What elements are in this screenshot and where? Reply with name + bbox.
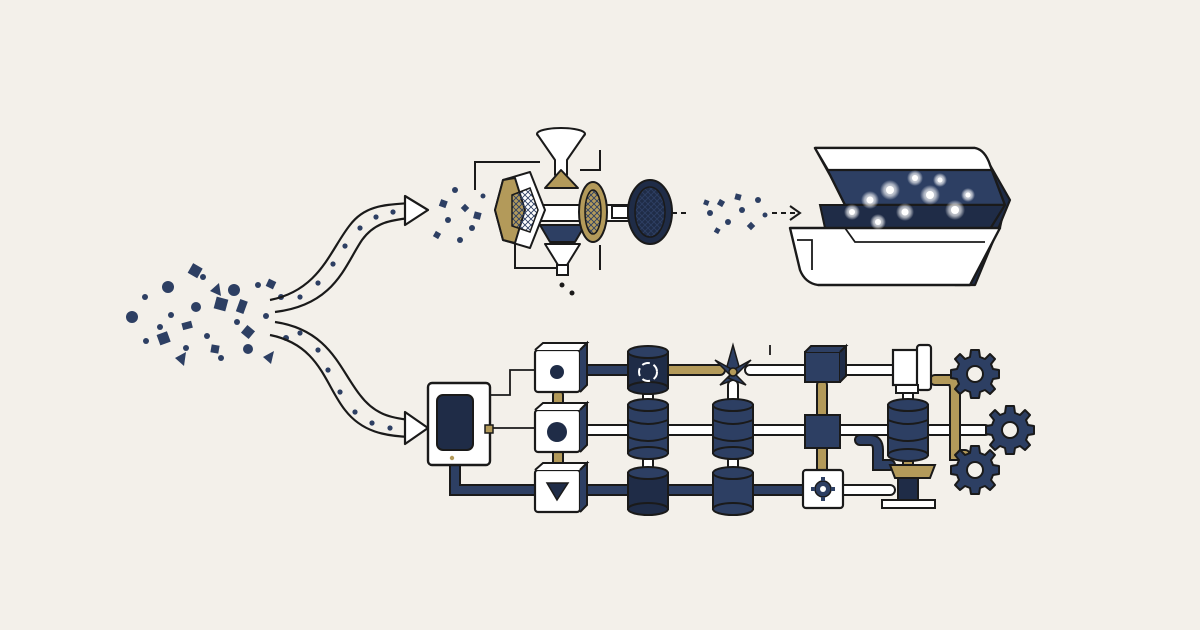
- cylinder-top-icon: [627, 345, 669, 395]
- mesh-sieve-icon: [611, 179, 673, 245]
- funnel-icon: [536, 127, 586, 176]
- upper-branch-arrow: [269, 194, 430, 314]
- gear-icon-2: [985, 405, 1035, 455]
- pipeline-wires: [490, 345, 771, 429]
- glowing-dots: [844, 170, 975, 230]
- lower-branch-arrow: [269, 320, 430, 446]
- ring-filter-icon: [578, 181, 608, 243]
- upper-input-particles: [432, 187, 486, 243]
- gear-icon-3: [950, 445, 1000, 495]
- processing-block-bottom: [533, 460, 590, 514]
- tap-valve-icon: [891, 343, 933, 394]
- gear-box-icon: [801, 468, 845, 510]
- cylinder-bottom-2-icon: [712, 466, 754, 516]
- filter-apparatus: [474, 127, 690, 296]
- input-module-icon: [426, 381, 494, 467]
- database-cylinder-icon: [627, 398, 669, 460]
- output-cup-icon: [881, 464, 937, 509]
- valve-block-top: [804, 343, 849, 383]
- processing-block-top: [533, 340, 590, 394]
- filtered-particles: [703, 193, 768, 235]
- database-cylinder-2-icon: [712, 398, 754, 460]
- to-box-arrow: [772, 205, 802, 221]
- cylinder-bottom-icon: [627, 466, 669, 516]
- lower-funnel-icon: [539, 224, 586, 276]
- fan-valve-icon: [714, 342, 752, 386]
- gear-icon: [950, 349, 1000, 399]
- storage-box-icon: [788, 146, 1012, 287]
- processing-block-middle: [533, 400, 590, 454]
- prism-filter-icon: [494, 171, 546, 249]
- pipeline-pipes: [449, 364, 991, 496]
- database-cylinder-3-icon: [887, 398, 929, 462]
- junction-block: [804, 414, 841, 449]
- source-particles: [126, 263, 289, 366]
